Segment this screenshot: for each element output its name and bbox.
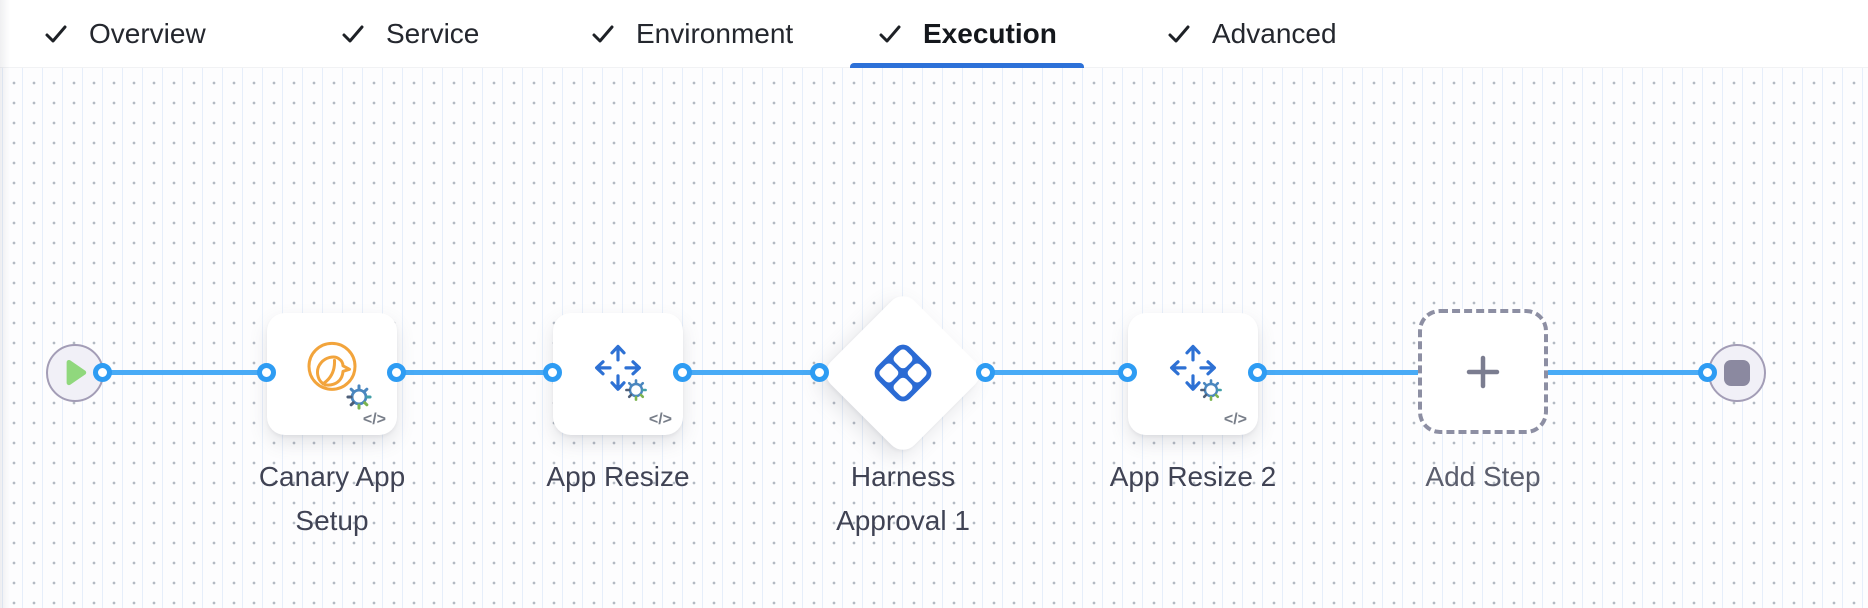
play-icon: [66, 359, 87, 386]
connector-port[interactable]: [543, 363, 562, 382]
connector-port[interactable]: [1698, 363, 1717, 382]
harness-logo-icon: [870, 340, 936, 406]
pipeline-stage-tabbar: Overview Service Environment Execution A…: [0, 0, 1868, 68]
stop-icon: [1724, 360, 1750, 386]
connector-port[interactable]: [976, 363, 995, 382]
tab-label: Overview: [89, 18, 206, 49]
step-node-app-resize-2[interactable]: </>: [1128, 313, 1258, 435]
node-label-harness-approval-1: Harness Approval 1: [836, 461, 970, 536]
connector-port[interactable]: [387, 363, 406, 382]
connector-port[interactable]: [93, 363, 112, 382]
connector-port[interactable]: [1118, 363, 1137, 382]
check-icon: [590, 21, 616, 47]
step-node-canary-app-setup[interactable]: </>: [267, 313, 397, 435]
connector-port[interactable]: [810, 363, 829, 382]
connector-port[interactable]: [1248, 363, 1267, 382]
check-icon: [877, 21, 903, 47]
tab-environment[interactable]: Environment: [563, 0, 820, 68]
active-tab-underline: [850, 63, 1084, 68]
step-node-app-resize[interactable]: </>: [553, 313, 683, 435]
start-node[interactable]: [46, 344, 104, 402]
tab-label: Environment: [636, 18, 794, 49]
node-label-app-resize: App Resize: [546, 461, 690, 492]
check-icon: [340, 21, 366, 47]
code-icon: </>: [648, 411, 672, 428]
gear-icon: [344, 382, 374, 417]
tab-advanced[interactable]: Advanced: [1139, 0, 1364, 68]
gear-icon: [623, 377, 649, 408]
connector-port[interactable]: [257, 363, 276, 382]
check-icon: [1166, 21, 1192, 47]
node-label-canary-app-setup: Canary App Setup: [258, 461, 406, 536]
add-step-button[interactable]: [1418, 309, 1548, 434]
gear-icon: [1198, 377, 1224, 408]
tab-overview[interactable]: Overview: [16, 0, 233, 68]
tab-execution[interactable]: Execution: [850, 0, 1084, 68]
tab-service[interactable]: Service: [313, 0, 506, 68]
connector-port[interactable]: [673, 363, 692, 382]
tab-label: Service: [386, 18, 480, 49]
plus-icon: [1466, 355, 1500, 388]
code-icon: </>: [362, 411, 386, 428]
node-label-add-step: Add Step: [1425, 461, 1541, 492]
code-icon: </>: [1223, 411, 1247, 428]
pipeline-canvas[interactable]: </> </> </>: [0, 68, 1868, 608]
tab-label: Advanced: [1212, 18, 1337, 49]
node-label-app-resize-2: App Resize 2: [1109, 461, 1277, 492]
check-icon: [43, 21, 69, 47]
tab-label: Execution: [923, 18, 1057, 49]
